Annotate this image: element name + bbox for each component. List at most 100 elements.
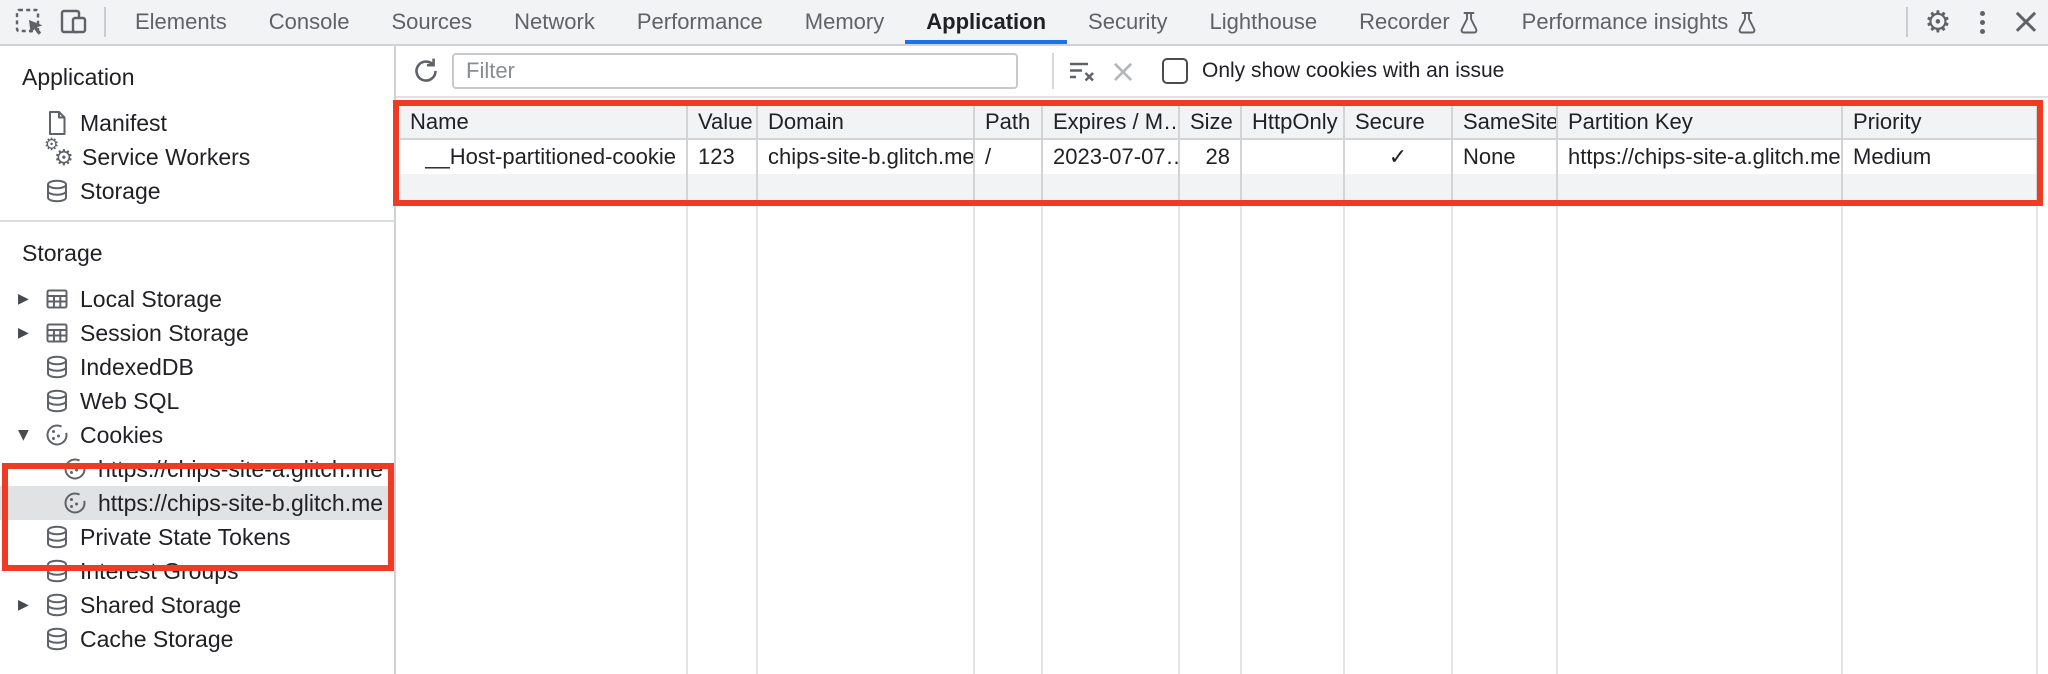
database-icon (44, 178, 70, 204)
cell-size[interactable]: 28 (1180, 140, 1242, 174)
inspect-cursor-icon (15, 8, 43, 35)
application-sidebar: Application Manifest ⚙⚙ Service Workers (0, 46, 396, 674)
database-icon (44, 354, 70, 380)
tab-application[interactable]: Application (905, 0, 1067, 44)
cookies-table-empty-stripe (400, 174, 2038, 200)
tab-console[interactable]: Console (268, 9, 350, 34)
file-icon (44, 110, 70, 136)
cookie-icon (44, 422, 70, 448)
device-toolbar-button[interactable] (52, 1, 96, 43)
tabbar-divider (1906, 7, 1908, 37)
tab-elements[interactable]: Elements (135, 9, 227, 34)
tab-sources[interactable]: Sources (391, 9, 473, 34)
cookie-table-row[interactable]: __Host-partitioned-cookie 123 chips-site… (400, 140, 2038, 174)
chevron-right-icon[interactable]: ▶ (18, 325, 29, 341)
refresh-button[interactable] (408, 53, 444, 89)
tab-performance[interactable]: Performance (636, 9, 763, 34)
column-header-expires[interactable]: Expires / M… (1043, 106, 1180, 138)
cookie-icon (62, 456, 88, 482)
sidebar-item-manifest[interactable]: Manifest (0, 106, 394, 140)
cookies-panel: × Only show cookies with an issue Name V… (393, 46, 2048, 674)
sidebar-item-session-storage[interactable]: ▶ Session Storage (18, 319, 249, 346)
devtools-body: Application Manifest ⚙⚙ Service Workers (0, 46, 2048, 674)
database-icon (44, 558, 70, 584)
settings-button[interactable]: ⚙ (1916, 1, 1960, 43)
cell-partition-key[interactable]: https://chips-site-a.glitch.me (1558, 140, 1843, 174)
column-header-path[interactable]: Path (975, 106, 1043, 138)
cell-httponly[interactable] (1242, 140, 1345, 174)
tab-performance-insights[interactable]: Performance insights (1501, 0, 1780, 44)
sidebar-item-cookies-chips-site-b[interactable]: https://chips-site-b.glitch.me (0, 486, 394, 520)
cell-samesite[interactable]: None (1453, 140, 1558, 174)
tab-memory[interactable]: Memory (804, 9, 885, 34)
column-header-httponly[interactable]: HttpOnly (1242, 106, 1345, 138)
database-icon (44, 388, 70, 414)
gear-icon: ⚙ (1924, 4, 1952, 40)
column-header-secure[interactable]: Secure (1345, 106, 1453, 138)
sidebar-divider (0, 220, 394, 222)
sidebar-item-web-sql[interactable]: Web SQL (0, 384, 394, 418)
clear-filter-icon (1070, 62, 1094, 82)
device-toolbar-icon (60, 9, 87, 34)
column-header-samesite[interactable]: SameSite (1453, 106, 1558, 138)
sidebar-item-interest-groups[interactable]: Interest Groups (0, 554, 394, 588)
only-issue-label: Only show cookies with an issue (1202, 59, 1505, 82)
sidebar-item-local-storage[interactable]: ▶ Local Storage (18, 285, 222, 312)
sidebar-item-indexeddb[interactable]: IndexedDB (0, 350, 394, 384)
chevron-right-icon[interactable]: ▶ (18, 291, 29, 307)
sidebar-item-cookies[interactable]: ▼ Cookies (18, 421, 164, 448)
database-icon (44, 626, 70, 652)
close-icon: × (2010, 1, 2042, 42)
experiment-flask-icon (1460, 12, 1478, 34)
column-header-name[interactable]: Name (400, 106, 688, 138)
refresh-icon (415, 58, 437, 82)
close-devtools-button[interactable]: × (2004, 1, 2048, 43)
cell-value[interactable]: 123 (688, 140, 758, 174)
column-header-domain[interactable]: Domain (758, 106, 975, 138)
column-header-value[interactable]: Value (688, 106, 758, 138)
delete-cookies-button[interactable]: × (1109, 52, 1137, 90)
only-issue-checkbox[interactable] (1162, 58, 1188, 84)
toolbar-divider (1052, 53, 1054, 89)
cookies-table-empty-area (400, 206, 2038, 674)
grid-icon (44, 286, 70, 312)
chevron-right-icon[interactable]: ▶ (18, 597, 29, 613)
sidebar-item-service-workers[interactable]: ⚙⚙ Service Workers (44, 135, 251, 171)
column-header-partition-key[interactable]: Partition Key (1558, 106, 1843, 138)
inspect-element-button[interactable] (8, 1, 52, 43)
three-dots-icon (1979, 10, 1985, 34)
column-header-size[interactable]: Size (1180, 106, 1242, 138)
cell-path[interactable]: / (975, 140, 1043, 174)
sidebar-item-cache-storage[interactable]: Cache Storage (0, 622, 394, 656)
database-icon (44, 592, 70, 618)
column-header-priority[interactable]: Priority (1843, 106, 2038, 138)
tab-recorder[interactable]: Recorder (1338, 0, 1500, 44)
cell-name[interactable]: __Host-partitioned-cookie (400, 140, 688, 174)
cookies-table: Name Value Domain Path Expires / M… Size… (400, 106, 2038, 200)
more-options-button[interactable] (1960, 1, 2004, 43)
tab-lighthouse[interactable]: Lighthouse (1209, 9, 1318, 34)
cell-secure-checkmark[interactable]: ✓ (1345, 140, 1453, 174)
grid-icon (44, 320, 70, 346)
cell-domain[interactable]: chips-site-b.glitch.me (758, 140, 975, 174)
gears-icon: ⚙⚙ (44, 135, 74, 171)
tabbar-divider (104, 7, 106, 37)
filter-input[interactable] (452, 53, 1018, 89)
tab-network[interactable]: Network (514, 9, 595, 34)
devtools-tabbar: Elements Console Sources Network Perform… (0, 0, 2048, 46)
cell-priority[interactable]: Medium (1843, 140, 2038, 174)
cookie-icon (62, 490, 88, 516)
cell-expires[interactable]: 2023-07-07… (1043, 140, 1180, 174)
sidebar-item-storage[interactable]: Storage (0, 174, 394, 208)
sidebar-section-storage: Storage (22, 239, 103, 266)
experiment-flask-icon (1738, 12, 1756, 34)
sidebar-item-private-state-tokens[interactable]: Private State Tokens (0, 520, 394, 554)
sidebar-item-cookies-chips-site-a[interactable]: https://chips-site-a.glitch.me (0, 452, 394, 486)
cookies-toolbar: × Only show cookies with an issue (396, 46, 2048, 98)
clear-filter-button[interactable] (1062, 52, 1100, 90)
sidebar-section-application: Application (22, 63, 135, 90)
chevron-down-icon[interactable]: ▼ (18, 427, 29, 443)
sidebar-item-shared-storage[interactable]: ▶ Shared Storage (18, 591, 242, 618)
tab-security[interactable]: Security (1088, 9, 1168, 34)
